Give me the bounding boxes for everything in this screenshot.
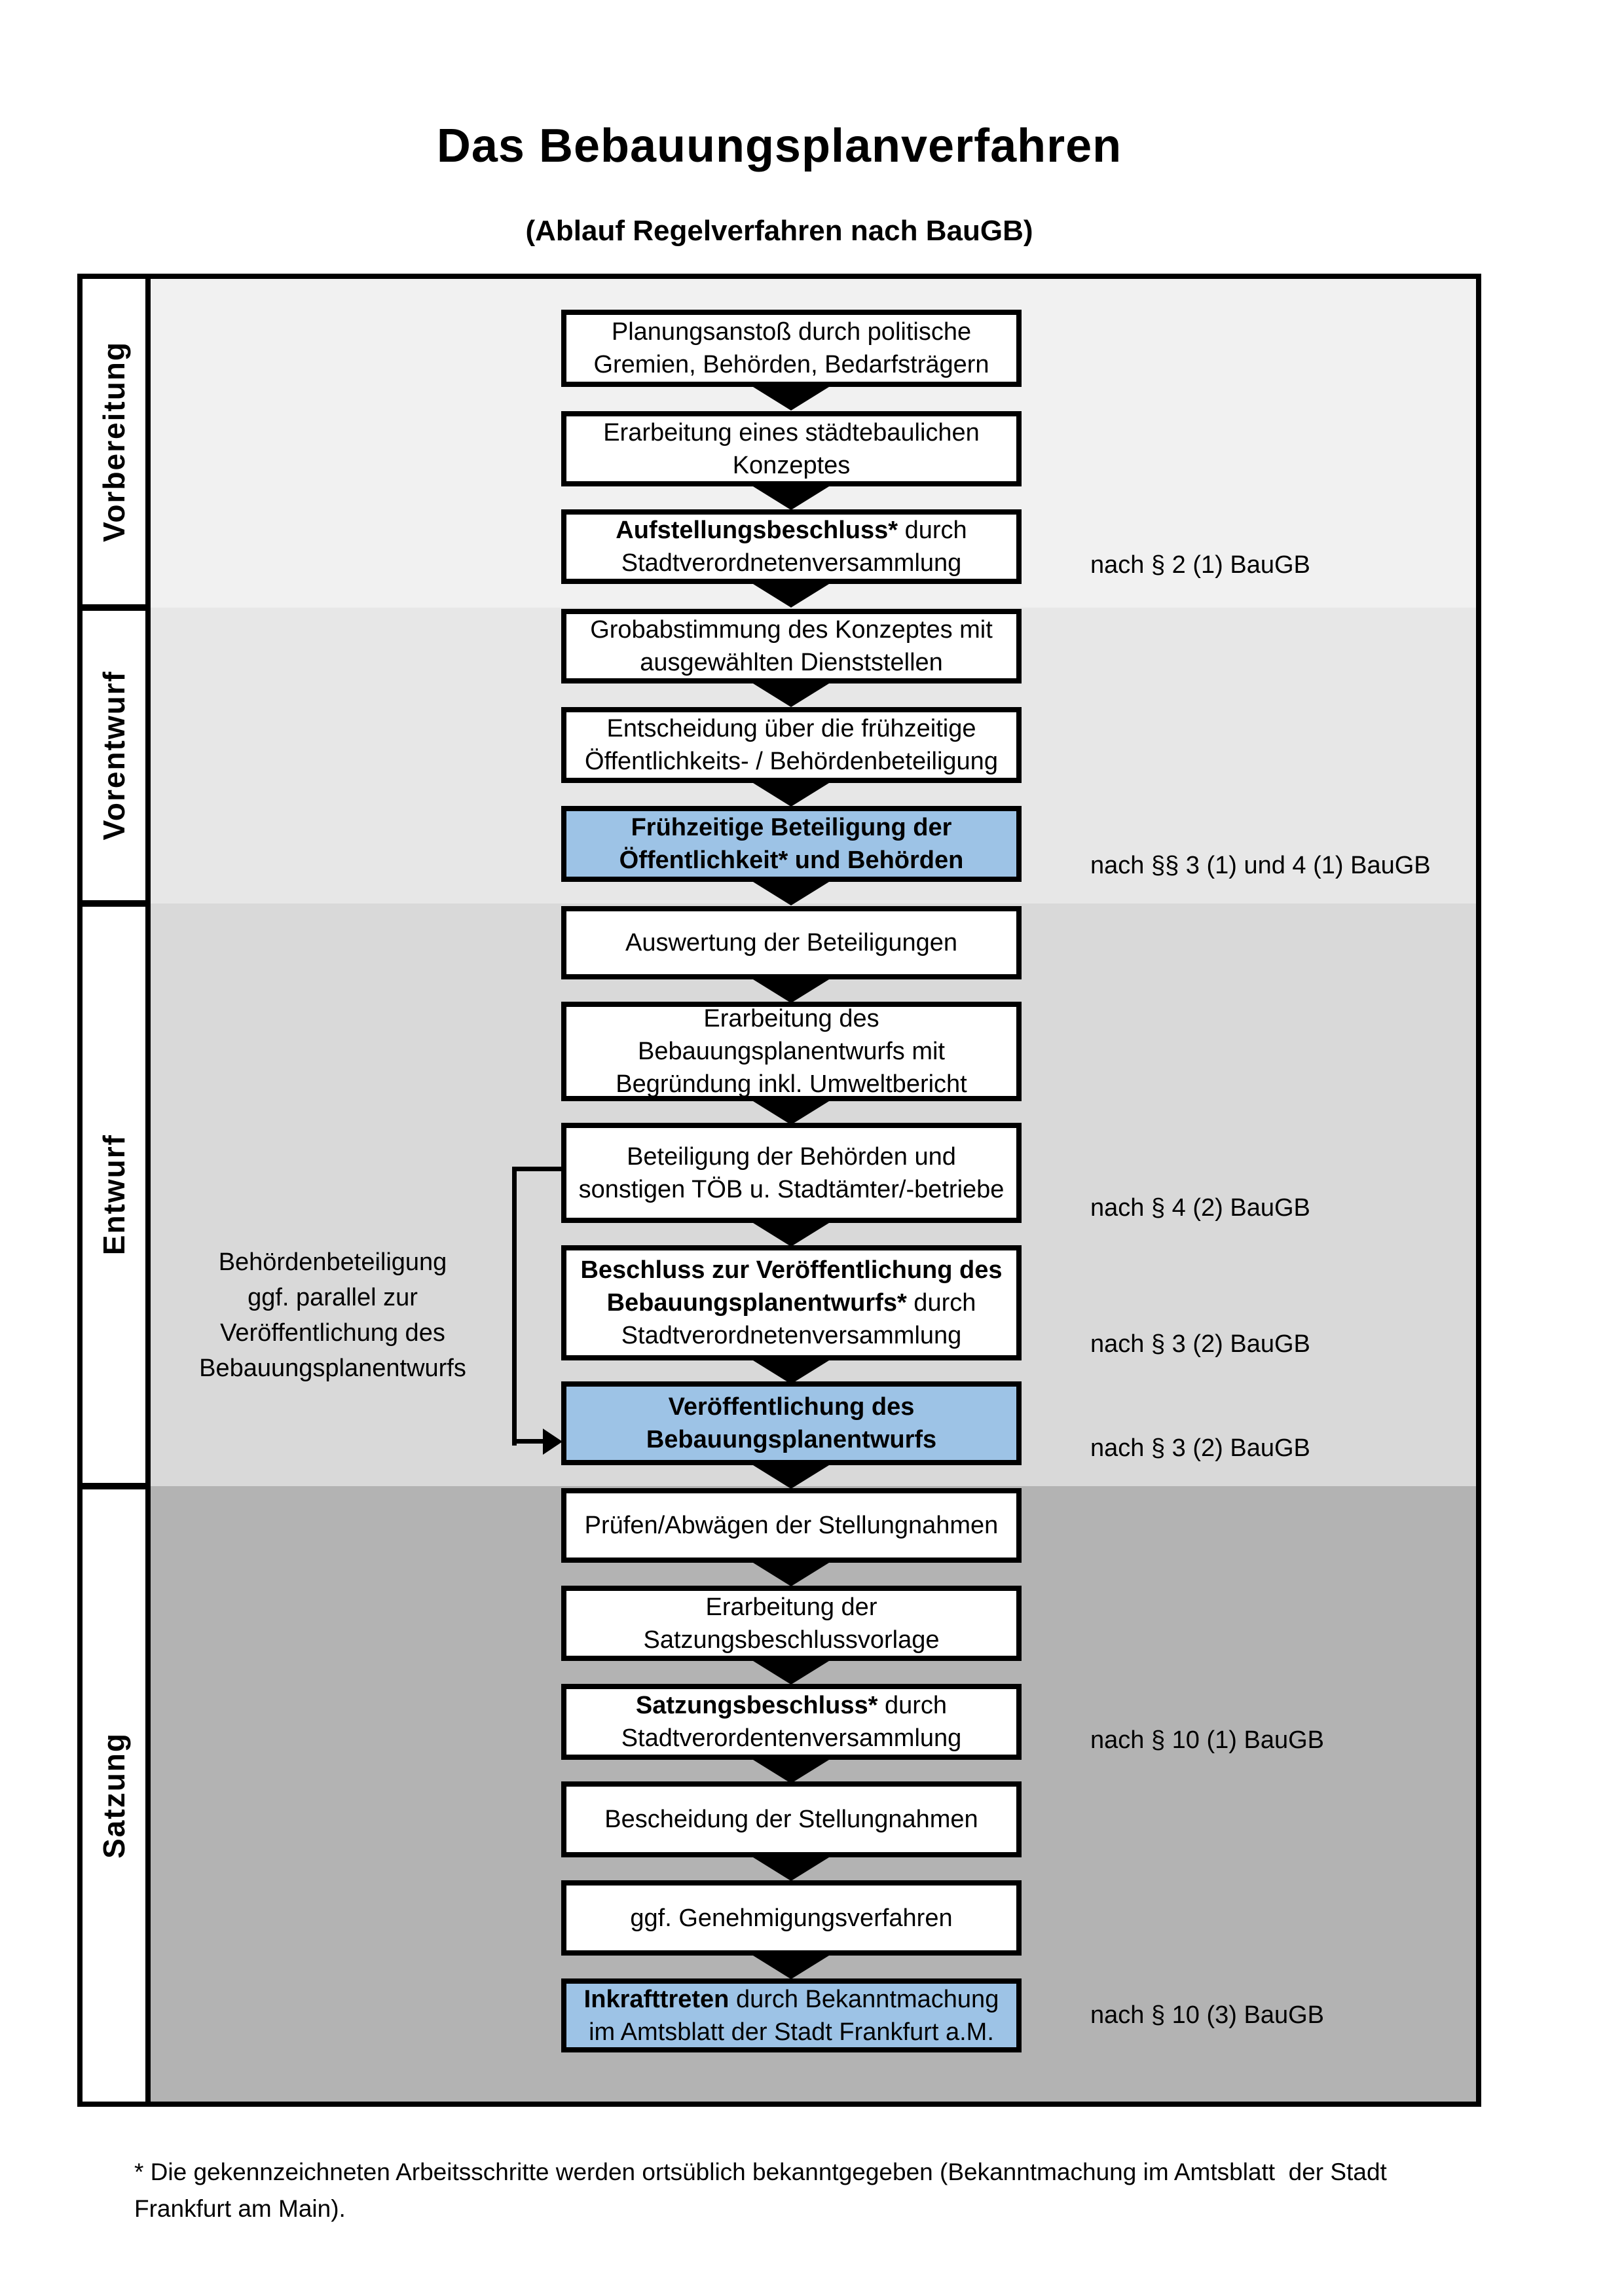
page-subtitle: (Ablauf Regelverfahren nach BauGB) [525, 215, 1033, 247]
flow-step-text: durch Stadtverordnetenversammlung [621, 1289, 976, 1349]
section-label-text: Entwurf [97, 1134, 131, 1256]
arrow-down-icon [753, 1857, 829, 1881]
section-label-text: Satzung [97, 1732, 131, 1859]
flow-step-inkrafttreten-highlighted: Inkrafttreten durch Bekanntmachung im Am… [561, 1978, 1022, 2052]
arrow-down-icon [753, 584, 829, 608]
section-label-text: Vorentwurf [97, 670, 131, 841]
flow-step-aufstellungsbeschluss: Aufstellungsbeschluss* durch Stadtverord… [561, 509, 1022, 584]
legal-reference: nach § 3 (2) BauGB [1090, 1434, 1310, 1462]
flow-step-text: Grobabstimmung des Konzeptes mit ausgewä… [590, 616, 993, 676]
flow-step-text: Planungsanstoß durch politische Gremien,… [593, 318, 989, 378]
arrow-down-icon [753, 979, 829, 1003]
connector-line [512, 1439, 548, 1444]
flow-step-text: Erarbeitung des Bebauungsplanentwurfs mi… [616, 1005, 967, 1098]
flow-step-text: Beteiligung der Behörden und sonstigen T… [578, 1142, 1005, 1203]
arrow-right-icon [543, 1429, 563, 1455]
flow-step-planungsanstoss: Planungsanstoß durch politische Gremien,… [561, 310, 1022, 387]
flow-step-text: Auswertung der Beteiligungen [625, 929, 957, 957]
flow-step-text: Erarbeitung eines städtebaulichen Konzep… [603, 418, 980, 479]
page-title: Das Bebauungsplanverfahren [436, 120, 1122, 172]
flow-step-genehmigungsverfahren: ggf. Genehmigungsverfahren [561, 1880, 1022, 1956]
flow-step-text: Bescheidung der Stellungnahmen [604, 1806, 978, 1833]
arrow-down-icon [753, 1465, 829, 1489]
flow-step-pruefen-abwaegen: Prüfen/Abwägen der Stellungnahmen [561, 1488, 1022, 1563]
arrow-down-icon [753, 1956, 829, 1979]
flow-step-text: ggf. Genehmigungsverfahren [630, 1904, 953, 1932]
arrow-down-icon [753, 1101, 829, 1125]
flow-step-satzungsbeschluss: Satzungsbeschluss* durch Stadtverordente… [561, 1684, 1022, 1760]
arrow-down-icon [753, 486, 829, 510]
section-label-satzung: Satzung [83, 1489, 145, 2102]
label-column-divider [145, 279, 151, 2102]
diagram-frame: Vorbereitung Vorentwurf Entwurf Satzung … [77, 274, 1481, 2107]
flow-step-text: Entscheidung über die frühzeitige Öffent… [585, 715, 998, 775]
flow-step-erarbeitung-bebauungsplanentwurf: Erarbeitung des Bebauungsplanentwurfs mi… [561, 1002, 1022, 1101]
legal-reference: nach § 3 (2) BauGB [1090, 1330, 1310, 1358]
arrow-down-icon [753, 783, 829, 807]
arrow-down-icon [753, 1223, 829, 1247]
side-note: Behördenbeteiligung ggf. parallel zur Ve… [199, 1248, 466, 1382]
legal-reference: nach § 4 (2) BauGB [1090, 1194, 1310, 1222]
section-label-vorbereitung: Vorbereitung [83, 279, 145, 611]
arrow-down-icon [753, 683, 829, 707]
arrow-down-icon [753, 1360, 829, 1384]
legal-reference: nach § 10 (3) BauGB [1090, 2001, 1324, 2029]
arrow-down-icon [753, 1760, 829, 1783]
flow-step-text-bold: Satzungsbeschluss* [635, 1692, 878, 1719]
arrow-down-icon [753, 387, 829, 410]
flow-step-fruehzeitige-beteiligung-highlighted: Frühzeitige Beteiligung der Öffentlichke… [561, 806, 1022, 882]
arrow-down-icon [753, 1661, 829, 1685]
flow-step-text: durch Stadtverordentenversammlung [621, 1692, 962, 1752]
flow-step-beteiligung-behoerden-toeb: Beteiligung der Behörden und sonstigen T… [561, 1123, 1022, 1223]
flow-step-staedtebauliches-konzept: Erarbeitung eines städtebaulichen Konzep… [561, 411, 1022, 486]
footnote: * Die gekennzeichneten Arbeitsschritte w… [134, 2159, 1387, 2222]
section-label-entwurf: Entwurf [83, 907, 145, 1489]
connector-line [512, 1167, 517, 1446]
flow-step-bescheidung-stellungnahmen: Bescheidung der Stellungnahmen [561, 1781, 1022, 1857]
legal-reference: nach § 10 (1) BauGB [1090, 1726, 1324, 1754]
legal-reference: nach §§ 3 (1) und 4 (1) BauGB [1090, 852, 1431, 879]
flow-step-text-bold: Veröffentlichung des Bebauungsplanentwur… [646, 1393, 937, 1453]
flow-step-text-bold: Beschluss zur Veröffentlichung des Bebau… [580, 1256, 1003, 1317]
flow-step-beschluss-veroeffentlichung: Beschluss zur Veröffentlichung des Bebau… [561, 1245, 1022, 1360]
legal-reference: nach § 2 (1) BauGB [1090, 551, 1310, 579]
flow-step-text-bold: Frühzeitige Beteiligung der Öffentlichke… [619, 814, 964, 874]
connector-line [512, 1167, 566, 1171]
section-label-text: Vorbereitung [97, 341, 131, 542]
flow-step-text: Prüfen/Abwägen der Stellungnahmen [584, 1512, 999, 1539]
flow-step-auswertung-beteiligungen: Auswertung der Beteiligungen [561, 906, 1022, 979]
flow-step-text: durch Bekanntmachung im Amtsblatt der St… [589, 1985, 999, 2046]
flow-step-grobabstimmung: Grobabstimmung des Konzeptes mit ausgewä… [561, 609, 1022, 683]
flow-step-veroeffentlichung-highlighted: Veröffentlichung des Bebauungsplanentwur… [561, 1381, 1022, 1465]
flow-step-text: Erarbeitung der Satzungsbeschlussvorlage [643, 1593, 940, 1654]
flow-step-text: durch Stadtverordnetenversammlung [621, 517, 967, 577]
arrow-down-icon [753, 882, 829, 905]
flow-step-text-bold: Aufstellungsbeschluss* [616, 517, 898, 544]
section-label-vorentwurf: Vorentwurf [83, 611, 145, 907]
flow-step-entscheidung-fruehzeitige-beteiligung: Entscheidung über die frühzeitige Öffent… [561, 707, 1022, 783]
flow-step-text-bold: Inkrafttreten [583, 1985, 729, 2013]
flow-step-satzungsbeschlussvorlage: Erarbeitung der Satzungsbeschlussvorlage [561, 1586, 1022, 1661]
arrow-down-icon [753, 1563, 829, 1586]
